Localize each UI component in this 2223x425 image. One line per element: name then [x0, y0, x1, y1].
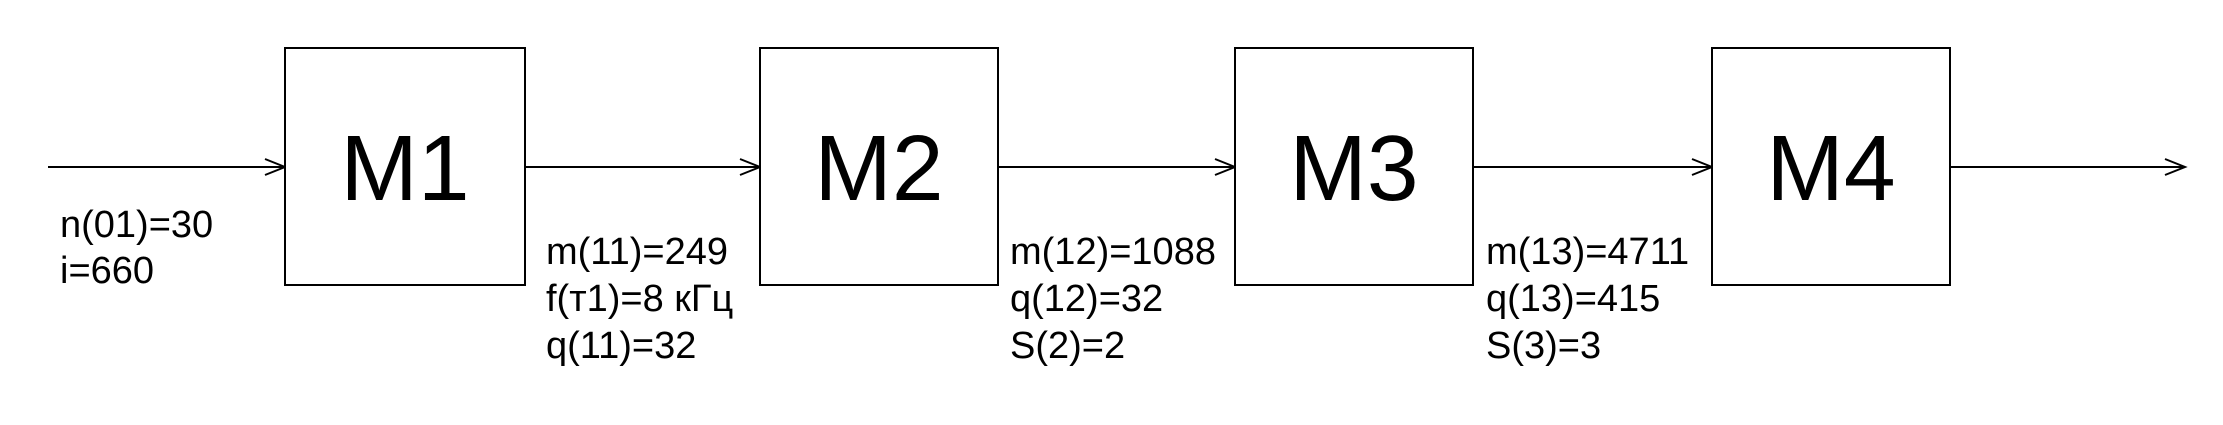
module-label: M1 — [340, 116, 469, 220]
annotation-m3-m4: m(13)=4711 q(13)=415 S(3)=3 — [1486, 231, 1689, 367]
connections — [48, 158, 2188, 176]
output-arrow — [1950, 158, 2188, 176]
annotation-m2-m3: m(12)=1088 q(12)=32 S(2)=2 — [1010, 231, 1216, 367]
module-m3: M3 — [1234, 47, 1474, 286]
annotation-line: m(11)=249 — [546, 231, 728, 273]
annotation-line: f(т1)=8 кГц — [546, 278, 733, 320]
annotation-line: q(11)=32 — [546, 325, 696, 367]
annotation-input: n(01)=30 i=660 — [60, 204, 213, 292]
annotation-line: m(12)=1088 — [1010, 231, 1216, 273]
annotation-line: S(3)=3 — [1486, 325, 1601, 367]
arrow-m3-m4 — [1473, 158, 1715, 176]
annotation-line: q(13)=415 — [1486, 278, 1660, 320]
module-m2: M2 — [759, 47, 999, 286]
annotation-m1-m2: m(11)=249 f(т1)=8 кГц q(11)=32 — [546, 231, 733, 367]
arrow-m2-m3 — [998, 158, 1238, 176]
annotation-line: m(13)=4711 — [1486, 231, 1689, 273]
module-m4: M4 — [1711, 47, 1951, 286]
module-m1: M1 — [284, 47, 526, 286]
module-label: M3 — [1289, 116, 1418, 220]
annotation-line: n(01)=30 — [60, 204, 213, 246]
module-label: M4 — [1766, 116, 1895, 220]
arrow-m1-m2 — [525, 158, 763, 176]
module-label: M2 — [814, 116, 943, 220]
input-arrow — [48, 158, 288, 176]
annotation-line: S(2)=2 — [1010, 325, 1125, 367]
annotation-line: i=660 — [60, 250, 154, 292]
annotation-line: q(12)=32 — [1010, 278, 1163, 320]
